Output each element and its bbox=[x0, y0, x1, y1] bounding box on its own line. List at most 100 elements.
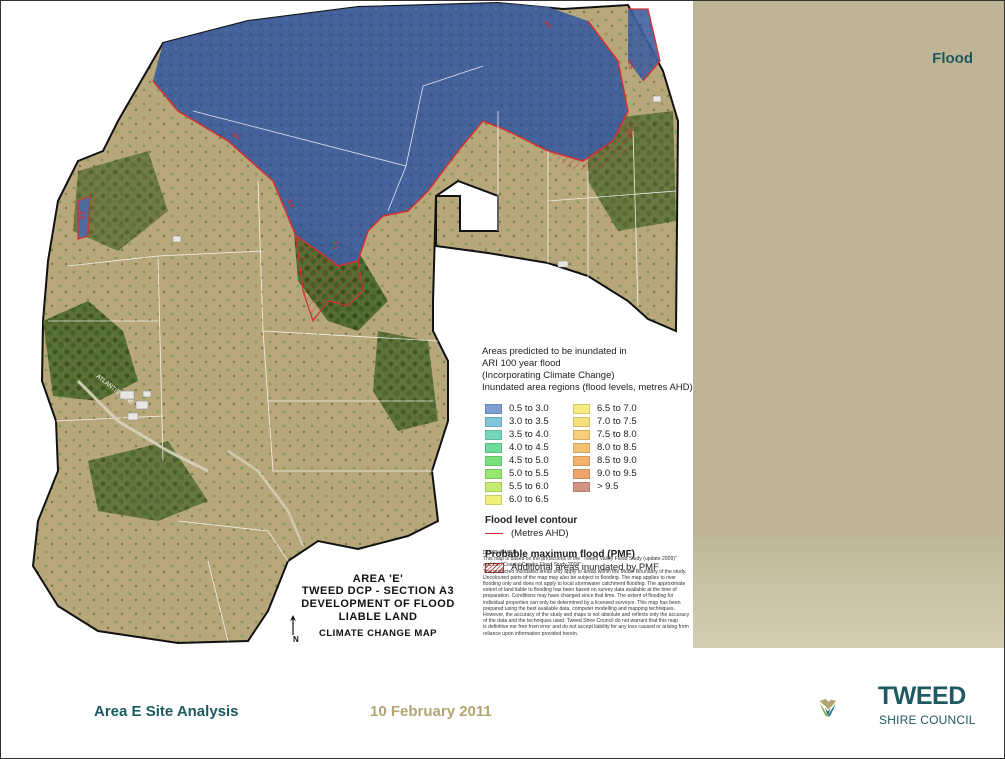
contour-label: 9.5 bbox=[626, 129, 632, 138]
logo-name: TWEED bbox=[878, 682, 966, 710]
legend-item: 0.5 to 3.0 bbox=[485, 403, 573, 414]
map-title-line: LIABLE LAND bbox=[338, 611, 418, 623]
north-label: N bbox=[293, 635, 299, 643]
footer-date: 10 February 2011 bbox=[370, 703, 492, 720]
legend-swatch bbox=[485, 455, 502, 466]
property-boundaries bbox=[48, 65, 677, 642]
legend-swatch bbox=[485, 403, 502, 414]
legend-label: 4.0 to 4.5 bbox=[509, 442, 549, 453]
section-title: Flood bbox=[932, 50, 973, 67]
legend-swatch bbox=[573, 442, 590, 453]
tweed-logo-icon bbox=[819, 698, 837, 717]
legend-swatch bbox=[573, 429, 590, 440]
legend-label: 7.0 to 7.5 bbox=[597, 416, 637, 427]
legend-item bbox=[573, 494, 661, 505]
legend-item: 8.0 to 8.5 bbox=[573, 442, 661, 453]
contour-label: 9.5 bbox=[231, 132, 242, 141]
legend-heading-4: Inundated area regions (flood levels, me… bbox=[482, 382, 693, 393]
legend-label: 9.0 to 9.5 bbox=[597, 468, 637, 479]
contour-label: 9.5 bbox=[285, 199, 295, 210]
pmf-legend-item: Additional areas inundated by PMF bbox=[485, 562, 697, 573]
legend-label: 0.5 to 3.0 bbox=[509, 403, 549, 414]
pmf-legend-label: Additional areas inundated by PMF bbox=[511, 562, 659, 573]
disclaimer-line: is definitive nor free from error and do… bbox=[483, 624, 689, 631]
contour-label: 9.5 bbox=[626, 60, 633, 70]
legend-item: 7.5 to 8.0 bbox=[573, 429, 661, 440]
legend-swatch bbox=[573, 416, 590, 427]
legend-item: 4.5 to 5.0 bbox=[485, 455, 573, 466]
legend-heading-3: (Incorporating Climate Change) bbox=[482, 370, 615, 381]
side-panel-gradient bbox=[693, 530, 1004, 648]
legend-item: 3.5 to 4.0 bbox=[485, 429, 573, 440]
contour-line-swatch bbox=[485, 533, 503, 534]
legend-label: 5.0 to 5.5 bbox=[509, 468, 549, 479]
legend-swatch bbox=[485, 442, 502, 453]
contour-label: 9.5 bbox=[543, 20, 554, 31]
disclaimer-line: The predicted inundated areas only apply… bbox=[483, 568, 687, 575]
legend-swatch bbox=[485, 429, 502, 440]
legend-label: 8.0 to 8.5 bbox=[597, 442, 637, 453]
legend-item: 6.5 to 7.0 bbox=[573, 403, 661, 414]
legend-label: 3.5 to 4.0 bbox=[509, 429, 549, 440]
legend-label: 6.0 to 6.5 bbox=[509, 494, 549, 505]
disclaimer-line: and the "Coastal Creeks Flood Study 2009… bbox=[483, 562, 583, 569]
legend-heading-1: Areas predicted to be inundated in bbox=[482, 346, 627, 357]
contour-label: 9.5 bbox=[331, 241, 337, 250]
legend-swatch bbox=[573, 468, 590, 479]
disclaimer-heading: DISCLAIMER: bbox=[483, 550, 519, 556]
legend-swatch bbox=[573, 481, 590, 492]
disclaimer-line: of the data and the techniques used. Twe… bbox=[483, 618, 679, 625]
flood-map: ATLANTIS LANE 9.5 9.5 9.5 9.5 9.5 9.5 9.… bbox=[31, 1, 680, 645]
legend-swatch bbox=[485, 416, 502, 427]
map-title-line: TWEED DCP - SECTION A3 bbox=[301, 585, 455, 597]
legend-label: 6.5 to 7.0 bbox=[597, 403, 637, 414]
legend-item: 3.0 to 3.5 bbox=[485, 416, 573, 427]
legend-item: 8.5 to 9.0 bbox=[573, 455, 661, 466]
map-title-line: DEVELOPMENT OF FLOOD bbox=[301, 598, 455, 610]
flood-contour bbox=[152, 20, 629, 267]
legend-swatch bbox=[485, 481, 502, 492]
map-legend: Areas predicted to be inundated in ARI 1… bbox=[482, 346, 697, 573]
legend-heading-2: ARI 100 year flood bbox=[482, 358, 561, 369]
north-arrow-icon: N bbox=[290, 615, 299, 643]
pmf-heading: Probable maximum flood (PMF) bbox=[485, 549, 636, 560]
legend-label: 4.5 to 5.0 bbox=[509, 455, 549, 466]
flood-area bbox=[153, 3, 628, 266]
legend-label: > 9.5 bbox=[597, 481, 619, 492]
disclaimer-line: Uncoloured parts of the map may also be … bbox=[483, 574, 677, 581]
legend-label: 8.5 to 9.0 bbox=[597, 455, 637, 466]
disclaimer-line: This map is based on the predictions of … bbox=[483, 556, 677, 563]
contour-heading: Flood level contour bbox=[485, 515, 578, 526]
legend-ranges: 0.5 to 3.0 6.5 to 7.0 3.0 to 3.5 7.0 to 7.5… bbox=[485, 403, 697, 505]
legend-swatch bbox=[485, 468, 502, 479]
buildings bbox=[119, 95, 662, 421]
contour-legend-item: (Metres AHD) bbox=[485, 528, 697, 539]
legend-swatch bbox=[573, 403, 590, 414]
pmf-hatch-swatch bbox=[485, 562, 504, 573]
pmf-area bbox=[296, 236, 363, 321]
map-title-block: AREA 'E' TWEED DCP - SECTION A3 DEVELOPM… bbox=[283, 573, 473, 639]
legend-label: 7.5 to 8.0 bbox=[597, 429, 637, 440]
legend-swatch bbox=[485, 494, 502, 505]
legend-label: 3.0 to 3.5 bbox=[509, 416, 549, 427]
disclaimer-text: This map is based on the predictions of … bbox=[483, 556, 693, 637]
footer-title: Area E Site Analysis bbox=[94, 703, 239, 720]
disclaimer: DISCLAIMER: This map is based on the pre… bbox=[483, 550, 693, 637]
legend-item: 6.0 to 6.5 bbox=[485, 494, 573, 505]
map-title-line: AREA 'E' bbox=[352, 573, 404, 585]
legend-item: 4.0 to 4.5 bbox=[485, 442, 573, 453]
disclaimer-line: flooding only and does not apply to loca… bbox=[483, 581, 686, 588]
legend-swatch bbox=[573, 455, 590, 466]
disclaimer-line: reliance upon information provided herei… bbox=[483, 630, 579, 637]
legend-label: 5.5 to 6.0 bbox=[509, 481, 549, 492]
legend-item: 7.0 to 7.5 bbox=[573, 416, 661, 427]
disclaimer-line: However, the accuracy of the study and m… bbox=[483, 612, 690, 619]
contour-label: 9.5 bbox=[78, 211, 84, 220]
legend-item: 5.0 to 5.5 bbox=[485, 468, 573, 479]
contour-legend-label: (Metres AHD) bbox=[511, 528, 569, 539]
disclaimer-line: preparation. Conditions may have changed… bbox=[483, 593, 674, 600]
disclaimer-line: prepared using the best available data, … bbox=[483, 605, 675, 612]
contour-labels: 9.5 9.5 9.5 9.5 9.5 9.5 9.5 bbox=[78, 20, 634, 250]
disclaimer-line: individual properties can only be determ… bbox=[483, 599, 681, 606]
logo-subtitle: SHIRE COUNCIL bbox=[879, 713, 976, 727]
